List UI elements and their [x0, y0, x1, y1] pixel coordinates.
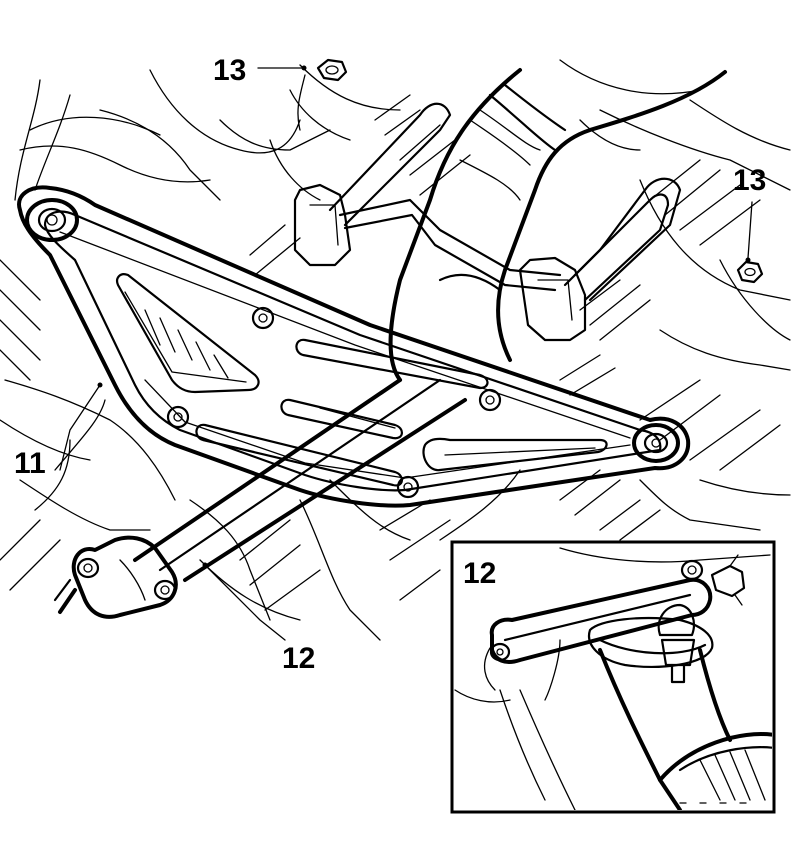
- large-hose: [388, 68, 727, 382]
- bolt-a: [251, 306, 275, 330]
- callout-11: 11: [14, 447, 46, 480]
- callout-12: 12: [282, 642, 315, 675]
- inset-callout-12: 12: [463, 557, 496, 590]
- bolt-d: [396, 475, 420, 499]
- callout-13-right: 13: [733, 164, 766, 197]
- wire-bracket: [293, 102, 682, 342]
- bolt-c: [478, 388, 502, 412]
- leader-lines: [59, 382, 286, 641]
- nut-top: [257, 58, 348, 131]
- bolt-b: [166, 405, 190, 429]
- left-bushing: [25, 198, 79, 242]
- callout-13-top: 13: [213, 54, 246, 87]
- inset-detail: 12: [450, 540, 776, 814]
- crossmember: [17, 185, 691, 508]
- underbody-background: [0, 59, 791, 641]
- right-bushing: [632, 423, 680, 463]
- nut-right: [736, 201, 764, 284]
- exhaust-pipe: [53, 378, 467, 619]
